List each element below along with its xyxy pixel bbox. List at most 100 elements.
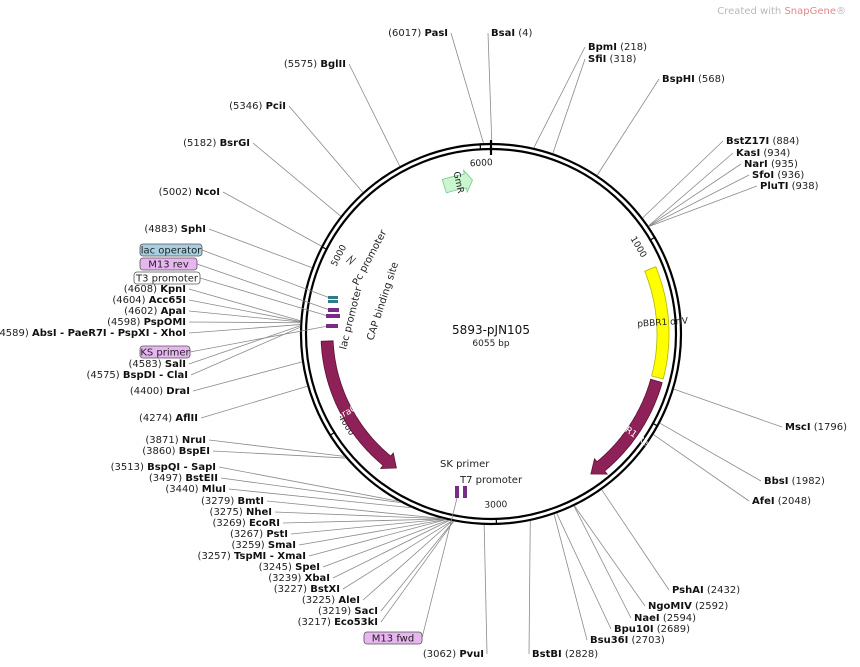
site-sfoi: SfoI (936) [752,170,804,181]
t3-promoter-mark [326,314,340,318]
site-pos: (5346) [229,101,262,112]
lac-operator-mark [328,296,338,299]
tag-box-m13-fwd [363,631,423,645]
site-name: PvuI [459,649,484,660]
leader-bsai [487,32,493,144]
site-pos: (2048) [778,496,811,507]
leader-afei [653,434,750,502]
site-pos: (4583) [128,359,161,370]
lac-operator-mark-2 [328,300,338,303]
site-nari: NarI (935) [744,159,798,170]
site-bsphi: BspHI (568) [662,74,725,85]
site-pos: (4604) [112,295,145,306]
site-bsai: BsaI (4) [491,28,532,39]
site-pspomi: (4598) PspOMI [107,317,186,328]
site-name: BspDI - ClaI [123,370,188,381]
site-alei: (3225) AleI [302,595,360,606]
site-name: NgoMIV [648,601,692,612]
site-pos: (3062) [423,649,456,660]
site-name: BsaI [491,28,515,39]
site-name: SfiI [588,54,606,65]
site-name: AflII [175,413,198,424]
tick-4000 [329,431,336,437]
leader-sali [188,325,301,365]
site-spei: (3245) SpeI [259,562,320,573]
site-ecori: (3269) EcoRI [212,518,280,529]
tag-leader-ks-primer [189,325,329,353]
site-bsu36i: Bsu36I (2703) [590,635,665,646]
leader-psti [290,518,445,535]
site-naei: NaeI (2594) [634,613,696,624]
site-name: MscI [785,422,811,433]
site-kpni: (4608) KpnI [124,284,186,295]
site-bspdi-clai: (4575) BspDI - ClaI [86,370,188,381]
site-name: AfeI [752,496,775,507]
site-msci: MscI (1796) [785,422,847,433]
tag-box-m13-rev [139,257,198,271]
leader-naei [573,505,632,619]
site-name: SalI [165,359,186,370]
site-bstxi: (3227) BstXI [274,584,340,595]
site-pos: (1796) [814,422,847,433]
site-pos: (568) [698,74,725,85]
site-name: PluTI [760,181,788,192]
site-name: ApaI [161,306,186,317]
site-pos: (938) [792,181,819,192]
pc-promoter-mark [345,254,357,266]
leader-bspdi-clai [190,326,301,376]
site-name: TspMI - XmaI [234,551,306,562]
tag-leader-lac-operator [201,249,331,299]
feature-gmr [441,169,473,194]
site-pos: (3219) [318,606,351,617]
snapgene-watermark: Created with SnapGene® [717,6,846,17]
t7-promoter-mark [463,486,467,498]
site-pos: (3497) [149,473,182,484]
leader-kasi [648,152,734,227]
site-name: Bsu36I [590,635,628,646]
tag-leader-m13-rev [196,263,331,311]
leader-bbsi [659,422,762,482]
inner-label-t7-promoter: T7 promoter [459,475,523,486]
tag-lac-operator: lac operator [141,246,202,257]
leader-kpni [188,288,301,322]
leader-bpu10i [556,513,612,630]
site-name: BstZ17I [726,136,769,147]
site-apai: (4602) ApaI [124,306,186,317]
site-name: KasI [736,148,760,159]
site-pos: (936) [777,170,804,181]
tag-m13-fwd: M13 fwd [372,634,414,645]
tag-box-ks-primer [139,345,191,359]
inner-label-lac-promoter: lac promoter [338,285,364,351]
site-name: SacI [354,606,378,617]
site-pos: (3245) [259,562,292,573]
feature-label-gmr: GmR [451,171,465,195]
site-pos: (2703) [632,635,665,646]
site-bspei: (3860) BspEI [142,446,210,457]
site-bbsi: BbsI (1982) [764,476,825,487]
site-sphi: (4883) SphI [144,224,206,235]
site-pos: (2828) [565,649,598,660]
site-name: BspEI [179,446,210,457]
site-pos: (3279) [201,496,234,507]
site-pos: (3239) [268,573,301,584]
site-pos: (5575) [284,59,317,70]
mcs-marks-left [326,254,357,328]
site-pos: (318) [610,54,637,65]
site-smai: (3259) SmaI [231,540,296,551]
site-name: BpmI [588,42,617,53]
site-name: EcoRI [249,518,280,529]
watermark-prefix: Created with [717,6,785,17]
site-pos: (2594) [663,613,696,624]
leader-bspei [212,450,346,459]
site-name: BspHI [662,74,695,85]
leader-saci [380,520,454,612]
site-name: SmaI [268,540,296,551]
tag-m13-rev: M13 rev [148,260,189,271]
leader-bstbi [528,520,531,655]
site-pos: (3227) [274,584,307,595]
site-name: PshAI [672,585,704,596]
leader-msci [673,388,783,428]
site-pos: (4598) [107,317,140,328]
leader-nrui [208,439,345,457]
site-ngomiv: NgoMIV (2592) [648,601,728,612]
